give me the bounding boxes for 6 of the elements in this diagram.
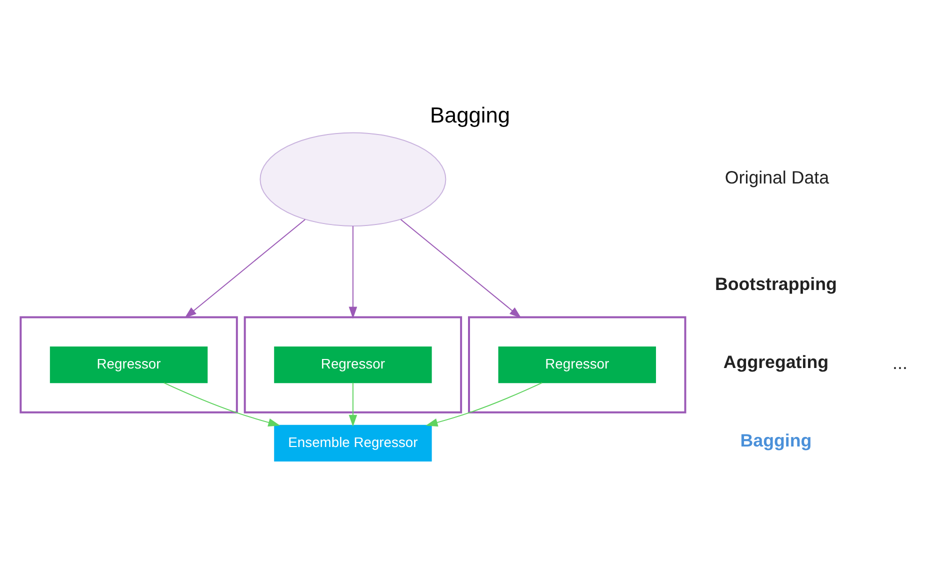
diagram-title: Bagging — [430, 102, 510, 127]
label: ... — [892, 352, 908, 373]
label: Bootstrapping — [715, 273, 837, 294]
label: Aggregating — [723, 352, 829, 372]
label: Bagging — [740, 430, 812, 450]
label: Original Data — [724, 167, 830, 188]
